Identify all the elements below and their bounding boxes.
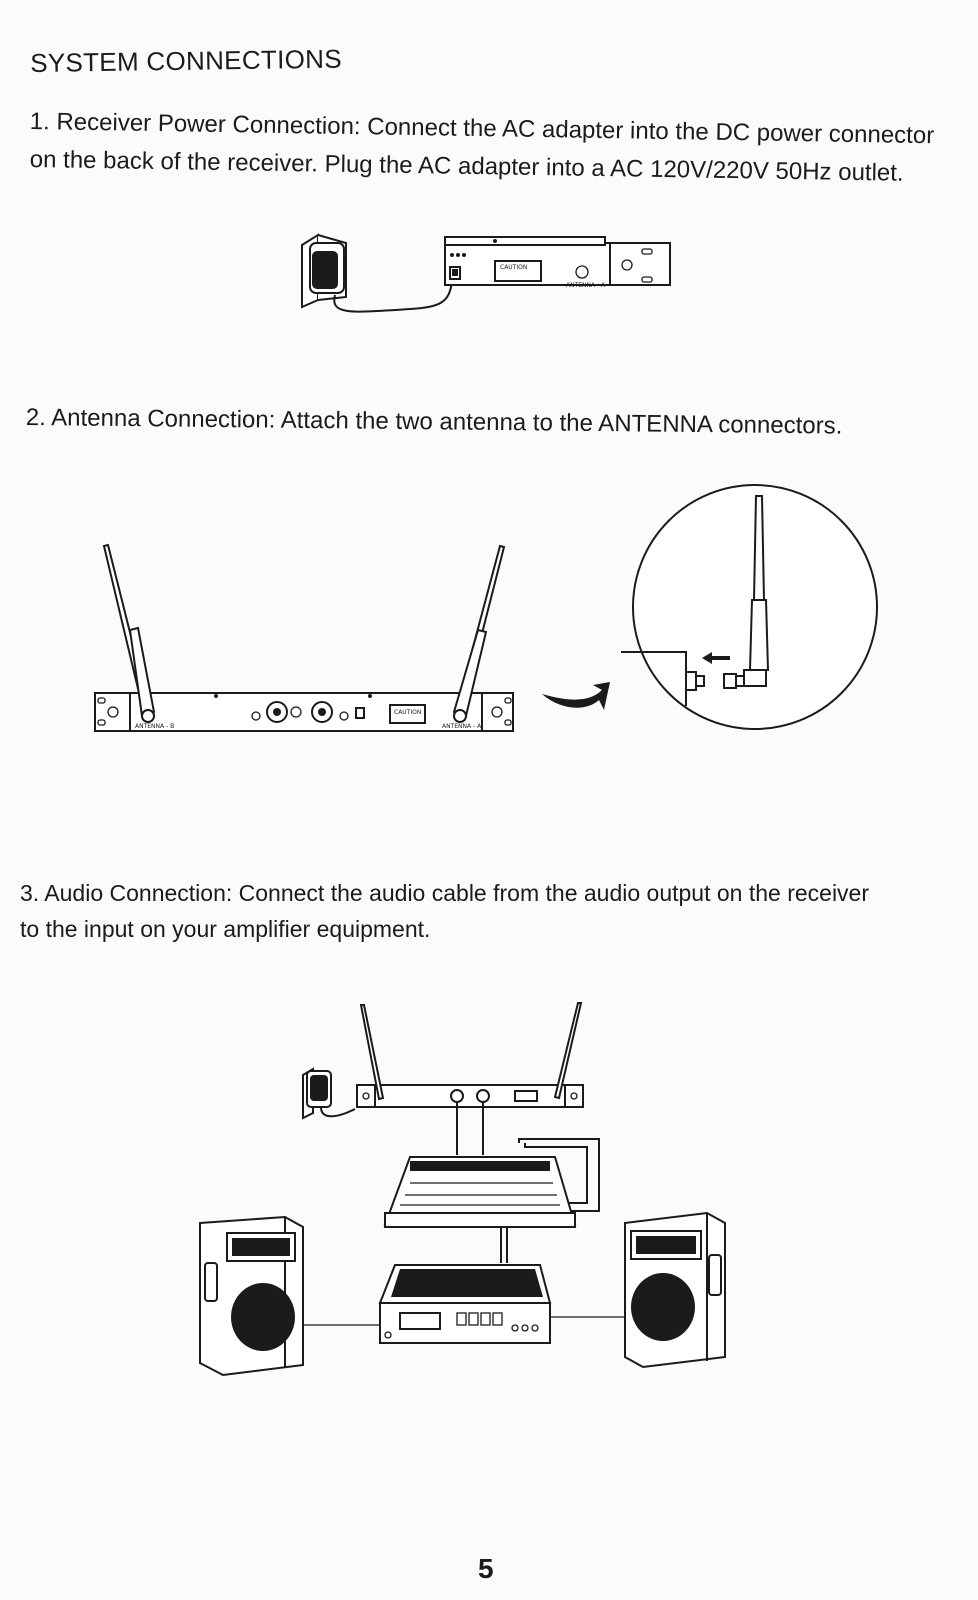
- page-title: SYSTEM CONNECTIONS: [30, 43, 343, 78]
- receiver-with-antennas: CAUTION ANTENNA - B ANTENNA - A: [94, 543, 514, 732]
- arrow-left-icon: [702, 652, 730, 664]
- caution-label-2: CAUTION: [394, 709, 421, 716]
- step3-text-line2: to the input on your amplifier equipment…: [20, 916, 431, 942]
- ac-adapter-illustration: [301, 233, 347, 309]
- antenna-a-label-2: ANTENNA - A: [442, 723, 482, 730]
- step1-text-line1: 1. Receiver Power Connection: Connect th…: [29, 108, 935, 150]
- step3-text-line1: 3. Audio Connection: Connect the audio c…: [20, 880, 870, 906]
- arrow-icon: [542, 682, 610, 710]
- power-connection-diagram: CAUTION ANTENNA - A: [301, 233, 671, 313]
- right-speaker-illustration: [624, 1211, 726, 1369]
- antenna-connection-diagram: CAUTION ANTENNA - B ANTENNA - A: [94, 484, 878, 732]
- receiver-with-antennas-2: [356, 1002, 584, 1108]
- power-cable: [333, 269, 455, 313]
- left-speaker-illustration: [199, 1215, 304, 1377]
- step2-text-line1: 2. Antenna Connection: Attach the two an…: [25, 404, 843, 440]
- mixer-illustration: [383, 1156, 577, 1228]
- amplifier-illustration: [378, 1264, 552, 1344]
- ac-adapter-illustration-2: [302, 1067, 356, 1120]
- page-number: 5: [478, 1553, 494, 1584]
- caution-label: CAUTION: [500, 264, 527, 271]
- antenna-detail-inset: [621, 484, 878, 730]
- antenna-b-label: ANTENNA - B: [135, 723, 174, 730]
- step1-text-line2: on the back of the receiver. Plug the AC…: [29, 146, 904, 187]
- audio-connection-diagram: [199, 1002, 726, 1377]
- antenna-a-label: ANTENNA - A: [566, 282, 606, 289]
- receiver-rear-panel: CAUTION ANTENNA - A: [444, 236, 671, 289]
